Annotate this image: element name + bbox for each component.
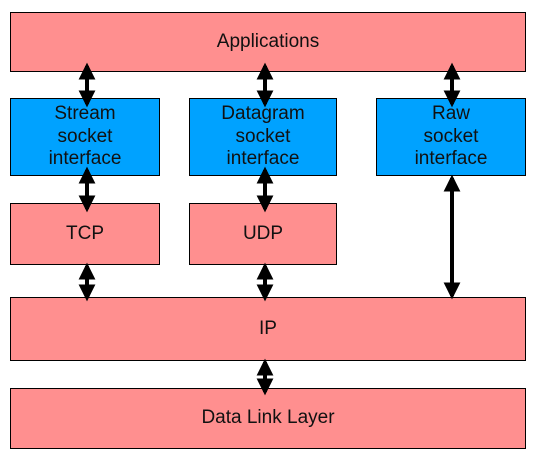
applications-label: Applications — [216, 30, 320, 52]
udp-label: UDP — [242, 222, 284, 244]
raw-socket-interface-box: Raw socket interface — [376, 98, 526, 176]
raw-socket-line-1: Raw — [431, 102, 470, 124]
stream-socket-interface-box: Stream socket interface — [10, 98, 160, 176]
data-link-layer-label: Data Link Layer — [201, 407, 335, 429]
data-link-layer-box: Data Link Layer — [10, 388, 526, 449]
tcp-box: TCP — [10, 203, 160, 265]
stream-socket-line-1: Stream — [54, 102, 116, 124]
datagram-socket-interface-box: Datagram socket interface — [189, 98, 337, 176]
tcp-label: TCP — [66, 222, 104, 244]
applications-box: Applications — [10, 12, 526, 72]
datagram-socket-line-2: socket — [235, 125, 291, 147]
ip-label: IP — [259, 317, 277, 339]
stream-socket-interface-label: Stream socket interface — [49, 103, 122, 171]
raw-socket-interface-label: Raw socket interface — [415, 103, 488, 171]
datagram-socket-line-3: interface — [226, 148, 300, 170]
ip-box: IP — [10, 297, 526, 361]
stream-socket-line-2: socket — [57, 125, 113, 147]
raw-socket-line-2: socket — [423, 125, 479, 147]
stream-socket-line-3: interface — [48, 148, 122, 170]
datagram-socket-line-1: Datagram — [221, 102, 305, 124]
datagram-socket-interface-label: Datagram socket interface — [221, 103, 304, 171]
udp-box: UDP — [189, 203, 337, 265]
raw-socket-line-3: interface — [414, 148, 488, 170]
